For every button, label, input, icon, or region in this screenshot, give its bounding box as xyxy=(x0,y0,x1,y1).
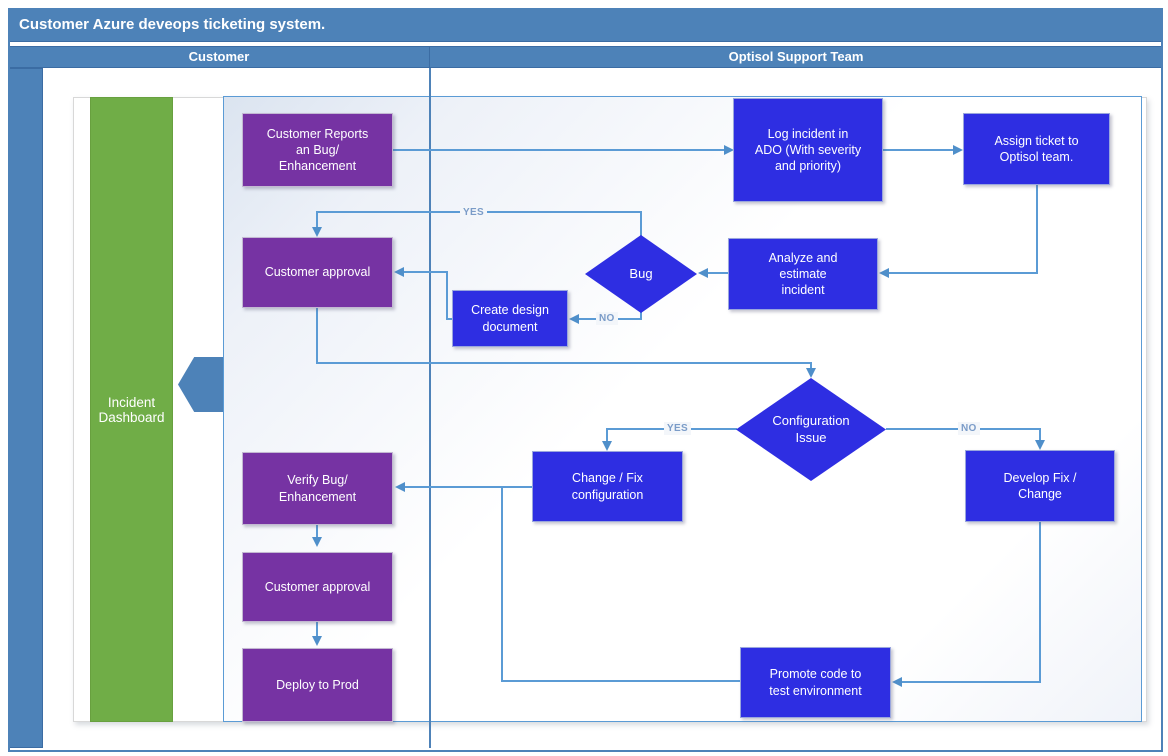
connector-line xyxy=(501,487,503,682)
connector-line xyxy=(708,272,728,274)
connector-line xyxy=(810,362,812,370)
node-customer-reports: Customer Reports an Bug/ Enhancement xyxy=(242,113,393,187)
arrow-head-icon xyxy=(724,145,734,155)
arrow-head-icon xyxy=(1035,440,1045,450)
connector-line xyxy=(316,211,318,228)
connector-line xyxy=(501,680,740,682)
connector-line xyxy=(393,149,724,151)
node-create-design: Create design document xyxy=(452,290,568,347)
connector-line xyxy=(446,318,454,320)
connector-line xyxy=(640,212,642,236)
arrow-head-icon xyxy=(892,677,902,687)
node-develop-fix: Develop Fix / Change xyxy=(965,450,1115,522)
flowchart-container xyxy=(223,96,1142,722)
connector-line xyxy=(902,681,1041,683)
edge-label-bug-no: NO xyxy=(596,312,618,325)
arrow-head-icon xyxy=(312,537,322,547)
node-promote-code: Promote code to test environment xyxy=(740,647,891,718)
arrow-head-icon xyxy=(806,368,816,378)
edge-label-bug-yes: YES xyxy=(460,206,487,219)
incident-dashboard-label: Incident Dashboard xyxy=(98,394,165,425)
arrow-head-icon xyxy=(312,636,322,646)
node-log-incident: Log incident in ADO (With severity and p… xyxy=(733,98,883,202)
lane-header-customer: Customer xyxy=(8,46,430,68)
phase-band xyxy=(8,68,43,748)
connector-line xyxy=(883,149,953,151)
connector-line xyxy=(316,362,812,364)
arrow-head-icon xyxy=(953,145,963,155)
lane-divider xyxy=(429,68,431,748)
arrow-head-icon xyxy=(602,441,612,451)
connector-line xyxy=(316,525,318,539)
node-deploy-prod: Deploy to Prod xyxy=(242,648,393,722)
arrow-head-icon xyxy=(395,482,405,492)
arrow-head-icon xyxy=(569,314,579,324)
node-customer-approval-1: Customer approval xyxy=(242,237,393,308)
arrow-head-icon xyxy=(394,267,404,277)
arrow-head-icon xyxy=(879,268,889,278)
connector-line xyxy=(446,271,448,320)
lane-header-customer-label: Customer xyxy=(188,49,250,64)
node-verify-bug: Verify Bug/ Enhancement xyxy=(242,452,393,525)
connector-line xyxy=(640,311,642,320)
lane-header-optisol-label: Optisol Support Team xyxy=(728,49,864,64)
diagram-title-bar: Customer Azure deveops ticketing system. xyxy=(8,8,1163,42)
connector-line xyxy=(316,307,318,364)
arrow-head-icon xyxy=(698,268,708,278)
node-incident-dashboard: Incident Dashboard xyxy=(90,97,173,722)
connector-line xyxy=(889,272,1038,274)
connector-line xyxy=(1039,428,1041,441)
node-assign-ticket: Assign ticket to Optisol team. xyxy=(963,113,1110,185)
connector-line xyxy=(405,486,532,488)
connector-line xyxy=(1036,185,1038,274)
lane-header-optisol: Optisol Support Team xyxy=(429,46,1163,68)
node-change-fix: Change / Fix configuration xyxy=(532,451,683,522)
arrow-head-icon xyxy=(312,227,322,237)
diagram-title: Customer Azure deveops ticketing system. xyxy=(19,16,326,33)
node-customer-approval-2: Customer approval xyxy=(242,552,393,622)
connector-line xyxy=(316,622,318,638)
edge-label-config-yes: YES xyxy=(664,422,691,435)
connector-line xyxy=(606,428,608,442)
connector-line xyxy=(1039,522,1041,682)
node-analyze-estimate: Analyze and estimate incident xyxy=(728,238,878,310)
connector-line xyxy=(404,271,448,273)
edge-label-config-no: NO xyxy=(958,422,980,435)
